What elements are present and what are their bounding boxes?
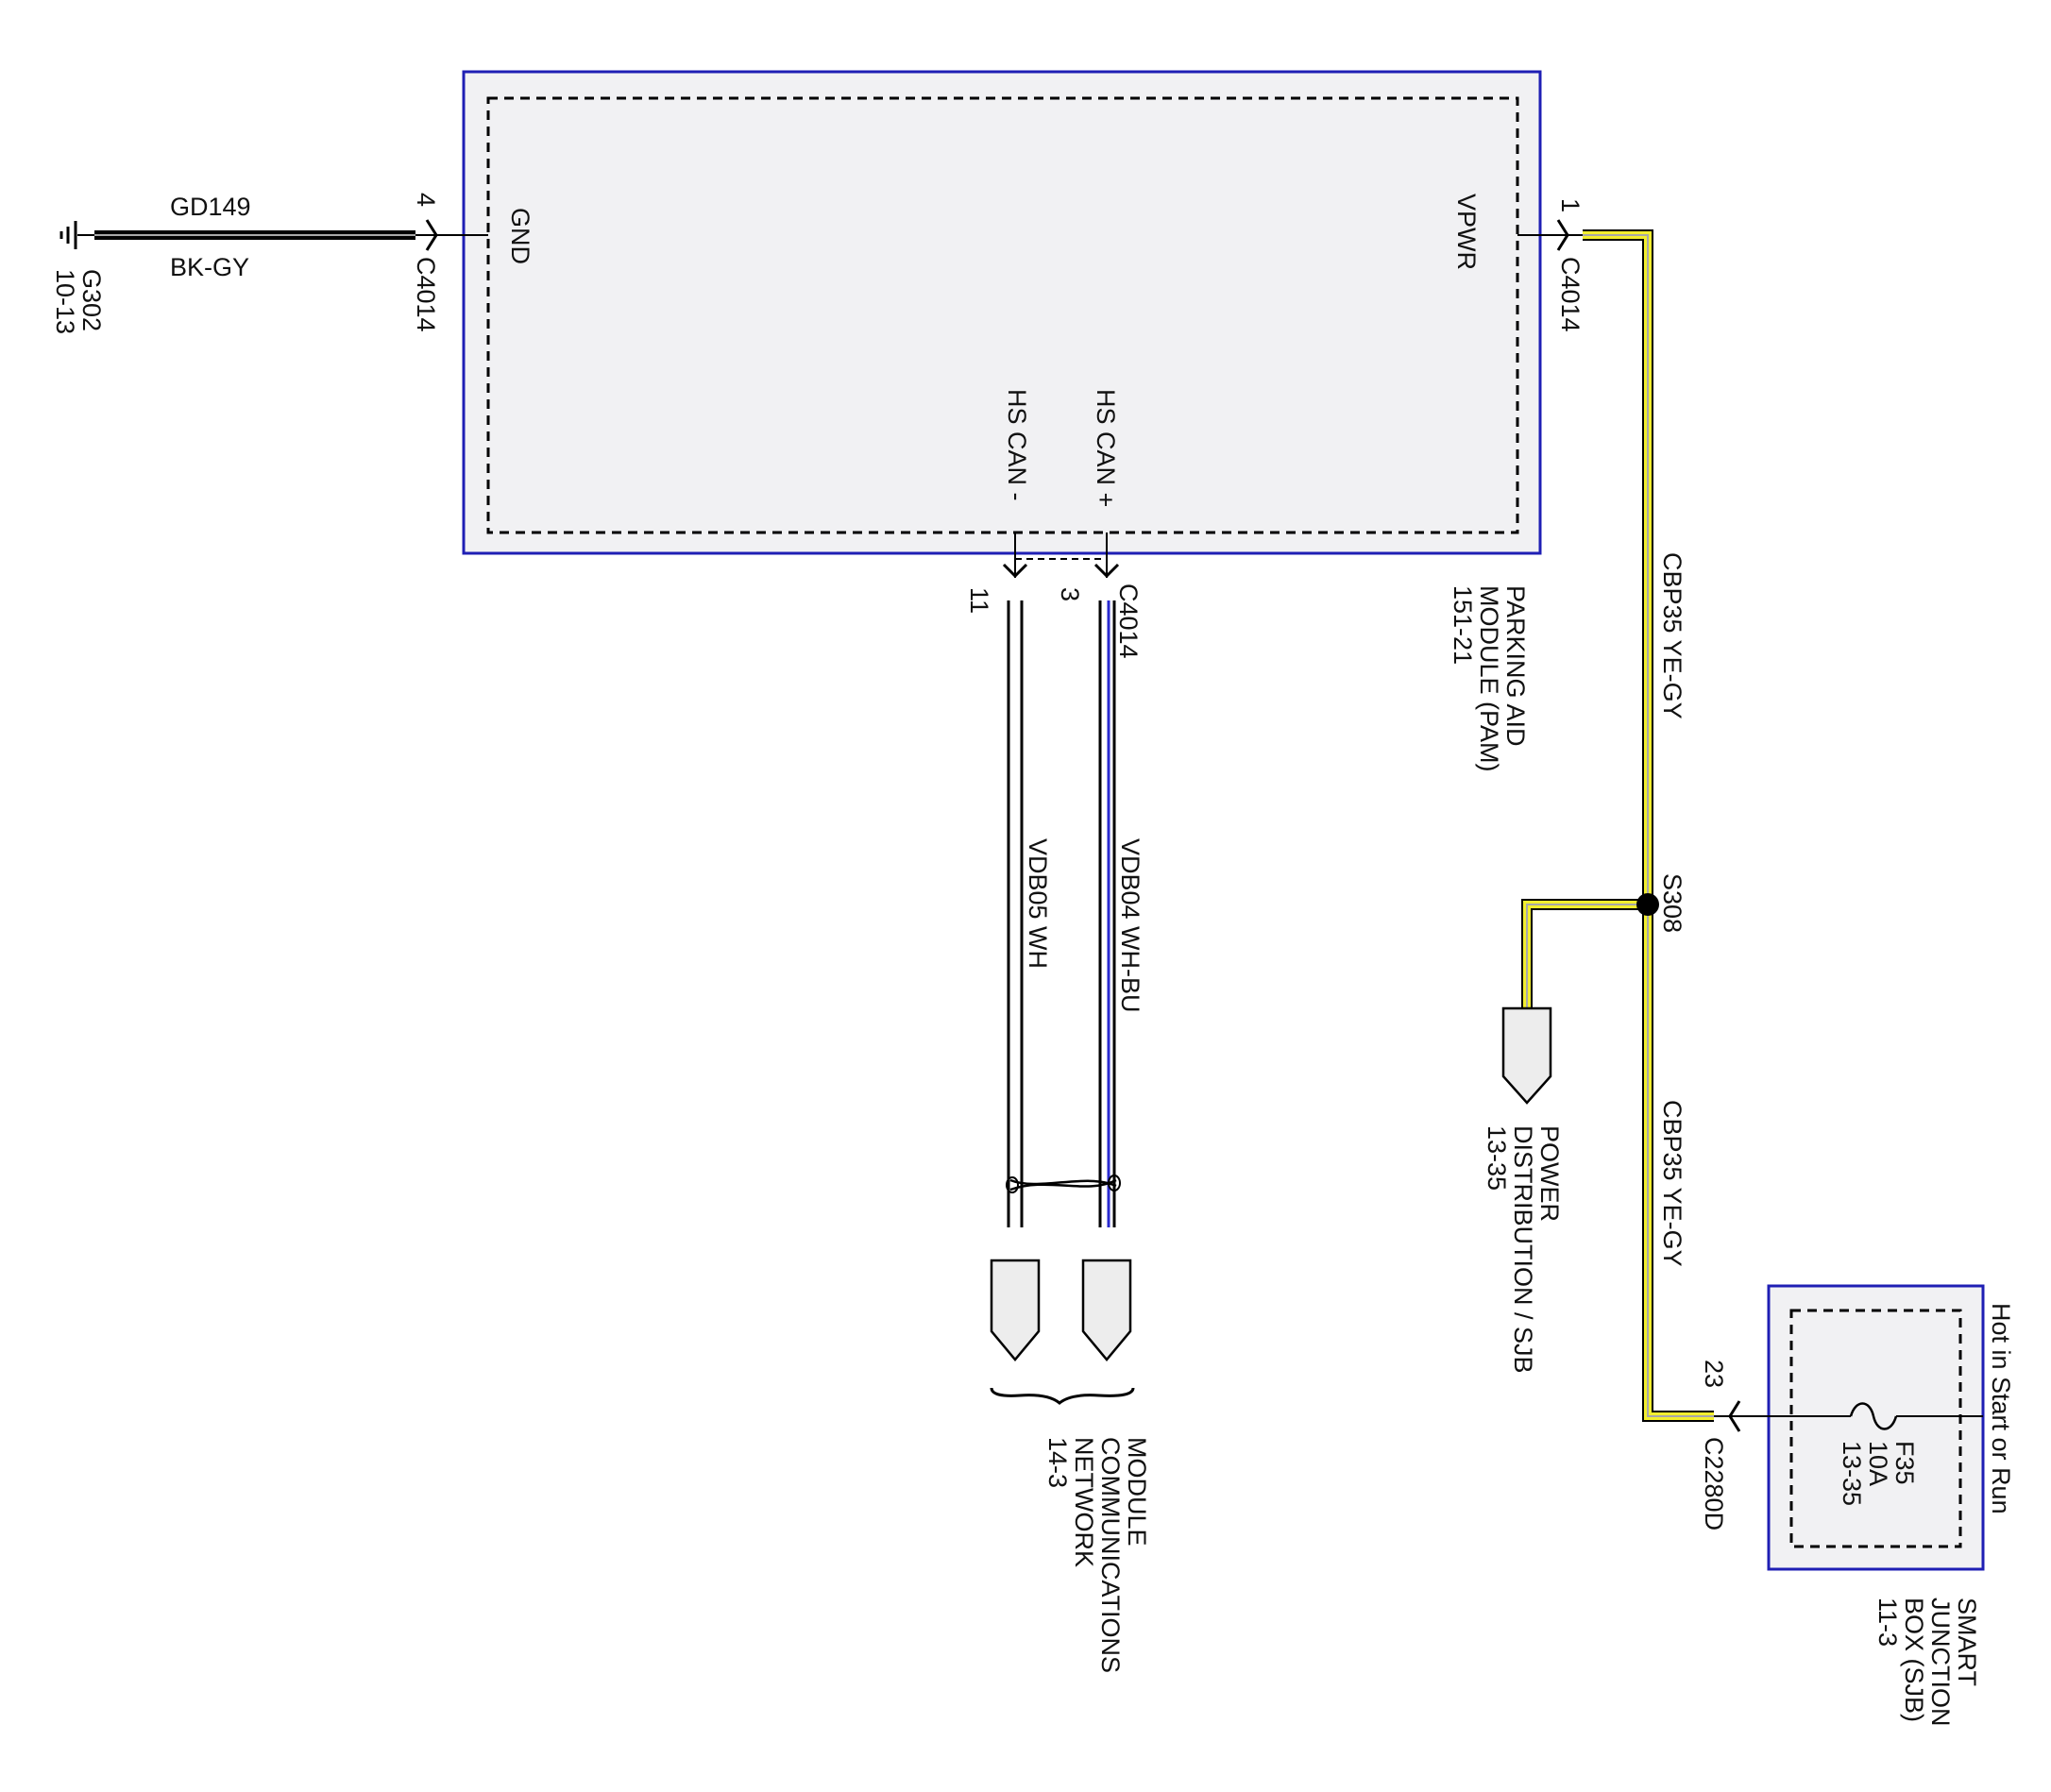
pam-inner-dashed-box — [486, 96, 1519, 534]
hs-can-circuit: 11 3 C4014 VDB05 WH VDB04 WH-BU MODULE C… — [965, 533, 1151, 1673]
branch-wire-stripe — [1526, 904, 1648, 1008]
pam-can-minus-label: HS CAN - — [1003, 389, 1031, 501]
pam-name-line1: PARKING AID — [1501, 585, 1530, 747]
sjb-connector-chevron — [1728, 1400, 1741, 1432]
ground-pin-number: 4 — [412, 193, 440, 207]
power-feed-circuit: 1 C4014 CBP35 YE-GY S308 CBP35 YE-GY — [1517, 198, 1714, 1422]
pam-can-plus-label: HS CAN + — [1092, 389, 1120, 507]
feed-circuit-lower: CBP35 YE-GY — [1658, 1100, 1687, 1267]
can-minus-terminal-arrow — [990, 1259, 1041, 1361]
power-dist-line2: DISTRIBUTION / SJB — [1509, 1125, 1537, 1374]
vpwr-connector-chevron — [1556, 219, 1569, 251]
can-connector-id: C4014 — [1114, 583, 1143, 659]
ground-connector-id: C4014 — [412, 257, 440, 332]
power-distribution-terminal: POWER DISTRIBUTION / SJB 13-35 — [1483, 1006, 1564, 1374]
sjb-outer-box — [1767, 1284, 1985, 1571]
ground-ref: 10-13 — [51, 269, 79, 334]
can-dest-line1: MODULE — [1123, 1437, 1151, 1547]
pam-outer-box — [462, 70, 1542, 555]
vpwr-pin-number: 1 — [1556, 198, 1585, 212]
can-minus-wire-label: VDB05 WH — [1024, 838, 1052, 969]
can-plus-wire-label: VDB04 WH-BU — [1116, 838, 1144, 1013]
vpwr-connector-id: C4014 — [1556, 257, 1585, 332]
feed-circuit-upper: CBP35 YE-GY — [1658, 552, 1687, 719]
pam-name-ref: 151-21 — [1449, 585, 1477, 665]
ground-circuit-id: GD149 — [170, 193, 251, 221]
can-dest-line3: NETWORK — [1070, 1437, 1098, 1567]
can-minus-pin-number: 11 — [965, 587, 993, 614]
power-dist-line1: POWER — [1535, 1125, 1564, 1222]
can-plus-pin-number: 3 — [1056, 587, 1084, 601]
sjb-name-ref: 11-3 — [1873, 1598, 1902, 1647]
can-dest-line2: COMMUNICATIONS — [1096, 1437, 1125, 1673]
pam-vpwr-label: VPWR — [1452, 194, 1481, 270]
ground-connector-chevron — [425, 219, 438, 251]
twist-end-left — [1006, 1176, 1019, 1193]
ground-circuit: GD149 BK-GY 4 C4014 G302 10-13 — [51, 193, 488, 334]
sjb-connector-id: C2280D — [1700, 1437, 1728, 1530]
twisted-pair-marker — [1009, 1178, 1117, 1192]
parking-aid-module: GND VPWR HS CAN - HS CAN + PARKING AID M… — [462, 70, 1542, 772]
sjb-name-line1: SMART — [1953, 1598, 1981, 1686]
sjb-hot-label: Hot in Start or Run — [1987, 1303, 2015, 1514]
fuse-f35-symbol — [1849, 1402, 1898, 1430]
fuse-id: F35 — [1890, 1441, 1919, 1485]
sjb-inner-dashed-box — [1789, 1309, 1962, 1548]
feed-wire-stripe — [1583, 234, 1714, 1417]
twist-end-right — [1108, 1175, 1121, 1192]
branch-wire-outline — [1521, 899, 1648, 1008]
can-plus-terminal-arrow — [1081, 1259, 1132, 1361]
sjb-name-line2: JUNCTION — [1926, 1598, 1955, 1727]
pam-name-line2: MODULE (PAM) — [1475, 585, 1503, 772]
splice-id: S308 — [1658, 873, 1687, 933]
ground-id: G302 — [77, 269, 106, 331]
ground-color-code: BK-GY — [170, 253, 249, 281]
fuse-rating: 10A — [1864, 1441, 1892, 1486]
splice-s308-dot — [1636, 893, 1659, 916]
pam-gnd-label: GND — [506, 208, 534, 264]
power-dist-arrow — [1501, 1006, 1552, 1105]
sjb-name-line3: BOX (SJB) — [1900, 1598, 1928, 1722]
sjb-pin-number: 23 — [1700, 1360, 1728, 1388]
can-dest-ref: 14-3 — [1043, 1437, 1072, 1488]
branch-wire-yellow — [1523, 901, 1648, 1008]
fuse-ref: 13-35 — [1838, 1441, 1866, 1506]
can-connector-dashed — [1014, 558, 1108, 578]
can-destination-brace — [990, 1387, 1135, 1405]
smart-junction-box: 23 C2280D F35 10A 13-35 Hot in Start or … — [1700, 1284, 2015, 1727]
power-dist-line3: 13-35 — [1483, 1125, 1511, 1191]
